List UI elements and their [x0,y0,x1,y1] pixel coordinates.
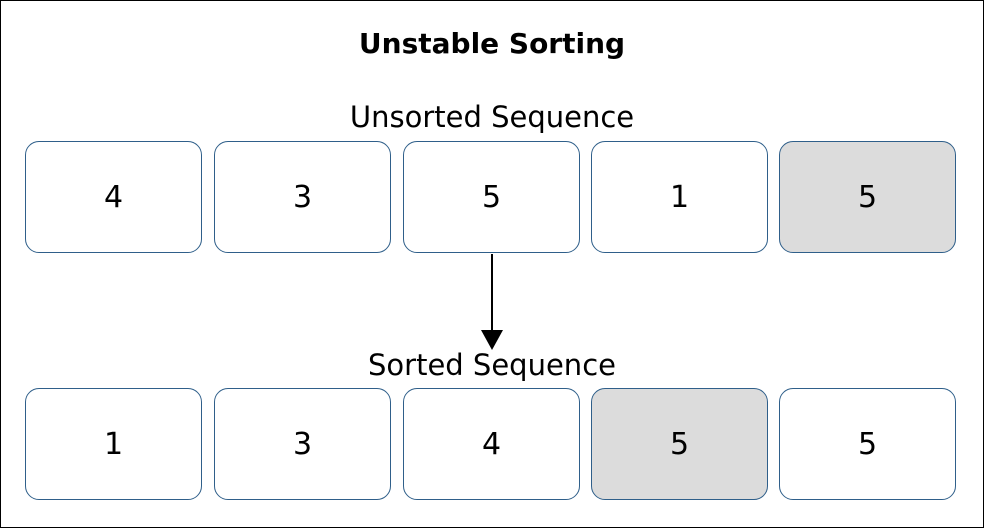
arrow-head [481,330,503,350]
sorted-cell: 5 [591,388,768,500]
unsorted-sequence-row: 4 3 5 1 5 [25,141,960,255]
unsorted-cell: 5 [403,141,580,253]
unsorted-cell: 3 [214,141,391,253]
sorted-cell: 1 [25,388,202,500]
unsorted-cell: 1 [591,141,768,253]
unsorted-sequence-label: Unsorted Sequence [349,100,635,134]
unsorted-cell: 4 [25,141,202,253]
sorted-cell: 5 [779,388,956,500]
sorted-cell: 3 [214,388,391,500]
unsorted-cell: 5 [779,141,956,253]
sort-arrow [481,254,503,350]
diagram-title: Unstable Sorting [358,27,626,60]
sorted-sequence-label: Sorted Sequence [368,348,616,382]
sorted-sequence-row: 1 3 4 5 5 [25,388,960,502]
sorted-cell: 4 [403,388,580,500]
